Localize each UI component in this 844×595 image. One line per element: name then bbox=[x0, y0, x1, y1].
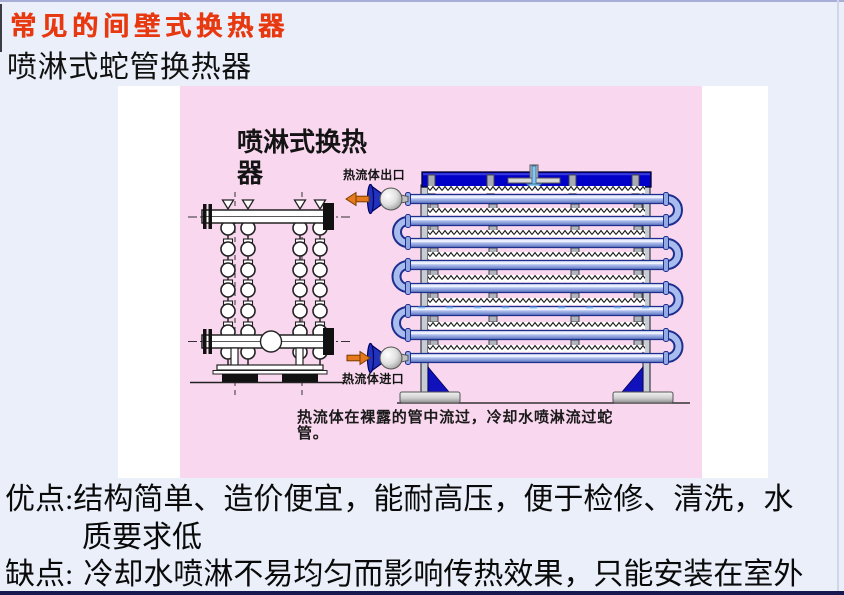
water-tray bbox=[421, 164, 652, 194]
figure-heading-line2: 器 bbox=[237, 159, 264, 188]
schematic-base bbox=[190, 347, 346, 384]
heat-exchanger-figure: 喷淋式换热 器 热流体出口 热流体进口 热流体在裸露的管中流过，冷却水喷淋流过蛇… bbox=[118, 86, 768, 478]
advantage-text-line2: 质要求低 bbox=[82, 520, 202, 554]
coil-schematic-drawing bbox=[188, 192, 350, 395]
inlet-label: 热流体进口 bbox=[342, 372, 405, 386]
figure-heading: 喷淋式换热 器 bbox=[237, 127, 387, 189]
heat-exchanger-diagram bbox=[180, 86, 702, 478]
top-header-pipe bbox=[201, 203, 334, 230]
pipe-u-bends bbox=[391, 194, 684, 363]
figure-caption-line1: 热流体在裸露的管中流过，冷却水喷淋流过蛇 bbox=[297, 410, 614, 426]
disadvantage-label: 缺点: bbox=[5, 558, 74, 591]
advantage-note: 优点:结构简单、造价便宜，能耐高压，便于检修、清洗，水 质要求低 bbox=[5, 481, 842, 556]
right-pedestal bbox=[612, 391, 674, 404]
advantage-label: 优点: bbox=[5, 483, 74, 516]
left-pedestal bbox=[399, 391, 461, 404]
figure-caption: 热流体在裸露的管中流过，冷却水喷淋流过蛇 管。 bbox=[297, 410, 637, 442]
slide-top-border bbox=[0, 0, 844, 2]
slide-right-border bbox=[837, 0, 839, 595]
disadvantage-note: 缺点: 冷却水喷淋不易均匀而影响传热效果，只能安装在室外 bbox=[5, 556, 842, 594]
inlet-arrow-icon bbox=[346, 350, 371, 366]
bottom-bar bbox=[0, 591, 844, 595]
outlet-arrow-icon bbox=[345, 191, 370, 207]
disadvantage-text: 冷却水喷淋不易均匀而影响传热效果，只能安装在室外 bbox=[83, 558, 804, 591]
outlet-valve bbox=[366, 183, 409, 215]
outlet-label: 热流体出口 bbox=[343, 168, 406, 182]
slide-subtitle: 喷淋式蛇管换热器 bbox=[7, 51, 252, 84]
spray-nozzle-icons bbox=[221, 199, 327, 211]
advantage-text-line1: 结构简单、造价便宜，能耐高压，便于检修、清洗，水 bbox=[73, 483, 794, 516]
spray-exchanger-rendering bbox=[345, 164, 690, 404]
bottom-header-pipe bbox=[201, 328, 334, 355]
slide-title: 常见的间壁式换热器 bbox=[10, 12, 290, 41]
serpentine-pipe-rows bbox=[404, 185, 670, 366]
notes-block: 优点:结构简单、造价便宜，能耐高压，便于检修、清洗，水 质要求低 缺点: 冷却水喷… bbox=[5, 481, 842, 594]
slide-left-border bbox=[0, 4, 2, 52]
figure-heading-line1: 喷淋式换热 bbox=[237, 128, 368, 157]
figure-caption-line2: 管。 bbox=[297, 425, 329, 442]
